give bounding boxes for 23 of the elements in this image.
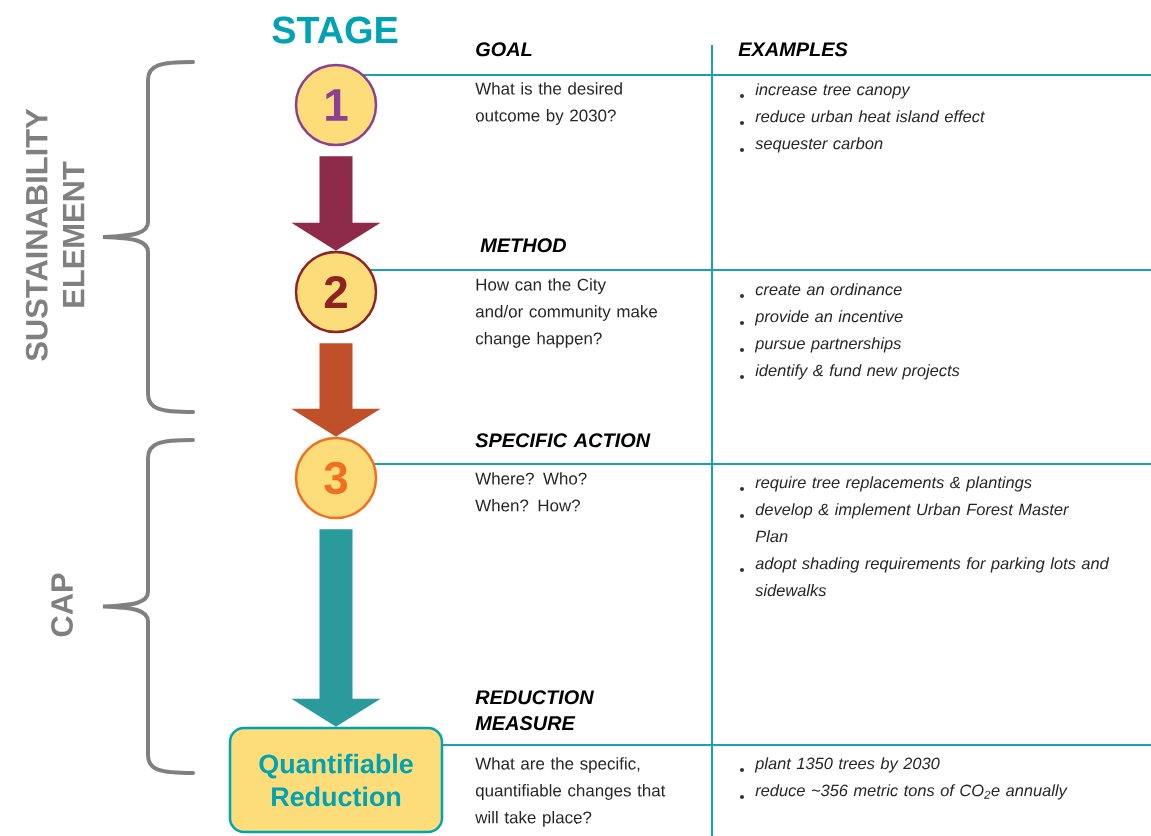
question-text: How can the City and/or community make change happen?: [475, 278, 658, 348]
column-heading: METHOD: [480, 238, 566, 253]
bullet-item: provide an incentive: [740, 310, 903, 326]
column-heading: REDUCTION MEASURE: [475, 690, 594, 731]
question-text: What is the desired outcome by 2030?: [475, 82, 622, 125]
bullet-item: reduce ~356 metric tons of CO$_{2}$e annually: [740, 784, 1068, 800]
bullet-item: increase tree canopy: [740, 83, 911, 99]
bullet-item: adopt shading requirements for parking lots and sidewalks: [740, 557, 1110, 597]
column-heading: SPECIFIC ACTION: [475, 433, 651, 448]
bullet-item: require tree replacements & plantings: [740, 476, 1032, 492]
bullet-item: pursue partnerships: [740, 337, 902, 353]
column-heading: GOAL: [476, 42, 532, 57]
question-text: Where? Who? When? How?: [475, 472, 587, 512]
bullet-item: plant 1350 trees by 2030: [740, 757, 940, 773]
bracket-label: CAP: [51, 573, 73, 637]
bullet-item: create an ordinance: [740, 283, 902, 298]
bullet-item: sequester carbon: [740, 137, 883, 153]
bracket-label: SUSTAINABILITY ELEMENT: [25, 108, 85, 361]
question-text: What are the specific, quantifiable changes that will take place?: [475, 757, 666, 827]
result-box: Quantifiable Reduction: [228, 726, 444, 834]
bullet-item: reduce urban heat island effect: [740, 110, 986, 125]
bullet-item: identify & fund new projects: [740, 364, 960, 380]
column-heading: EXAMPLES: [738, 42, 848, 57]
